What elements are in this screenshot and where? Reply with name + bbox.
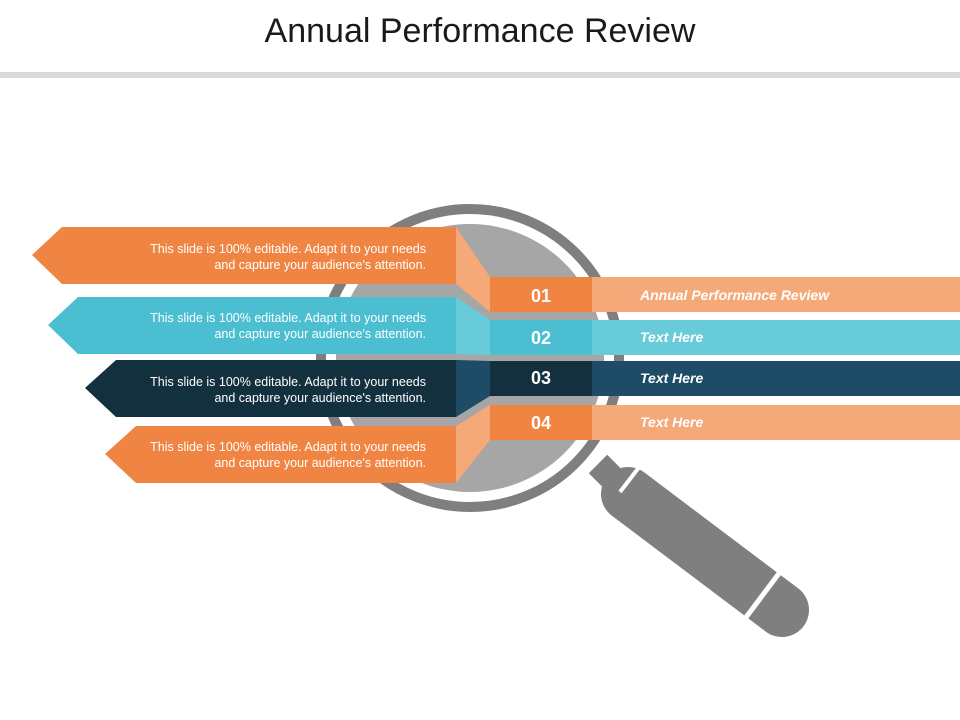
- item-02-label: Text Here: [640, 329, 704, 345]
- connector-03: [456, 360, 490, 417]
- item-04-label: Text Here: [640, 414, 704, 430]
- item-03-label: Text Here: [640, 370, 704, 386]
- number-box-02: [490, 320, 592, 355]
- item-04-text: This slide is 100% editable. Adapt it to…: [150, 440, 426, 470]
- lens-rim: [316, 204, 624, 512]
- title-divider: [0, 72, 960, 78]
- connector-04: [456, 405, 490, 483]
- item-01-text: This slide is 100% editable. Adapt it to…: [150, 242, 426, 272]
- item-03-number: 03: [530, 368, 552, 388]
- item-04-number: 04: [530, 413, 552, 433]
- connector-01: [456, 227, 490, 312]
- item-01-label: Annual Performance Review: [640, 287, 830, 303]
- number-box-03: [490, 361, 592, 396]
- number-box-04: [490, 405, 592, 440]
- handle-ring: [618, 464, 642, 494]
- slide-title: Annual Performance Review: [264, 12, 696, 50]
- item-01-number: 01: [530, 286, 552, 306]
- item-03-text: This slide is 100% editable. Adapt it to…: [150, 375, 426, 405]
- handle-grip: [601, 467, 809, 637]
- number-box-01: [490, 277, 592, 312]
- connector-02: [456, 297, 490, 355]
- handle-stripe: [742, 570, 782, 622]
- arrow-02: [48, 297, 456, 354]
- item-02-text: This slide is 100% editable. Adapt it to…: [150, 311, 426, 341]
- arrow-01: [32, 227, 456, 284]
- item-02-number: 02: [530, 328, 552, 348]
- arrow-03: [85, 360, 456, 417]
- arrow-04: [105, 426, 456, 483]
